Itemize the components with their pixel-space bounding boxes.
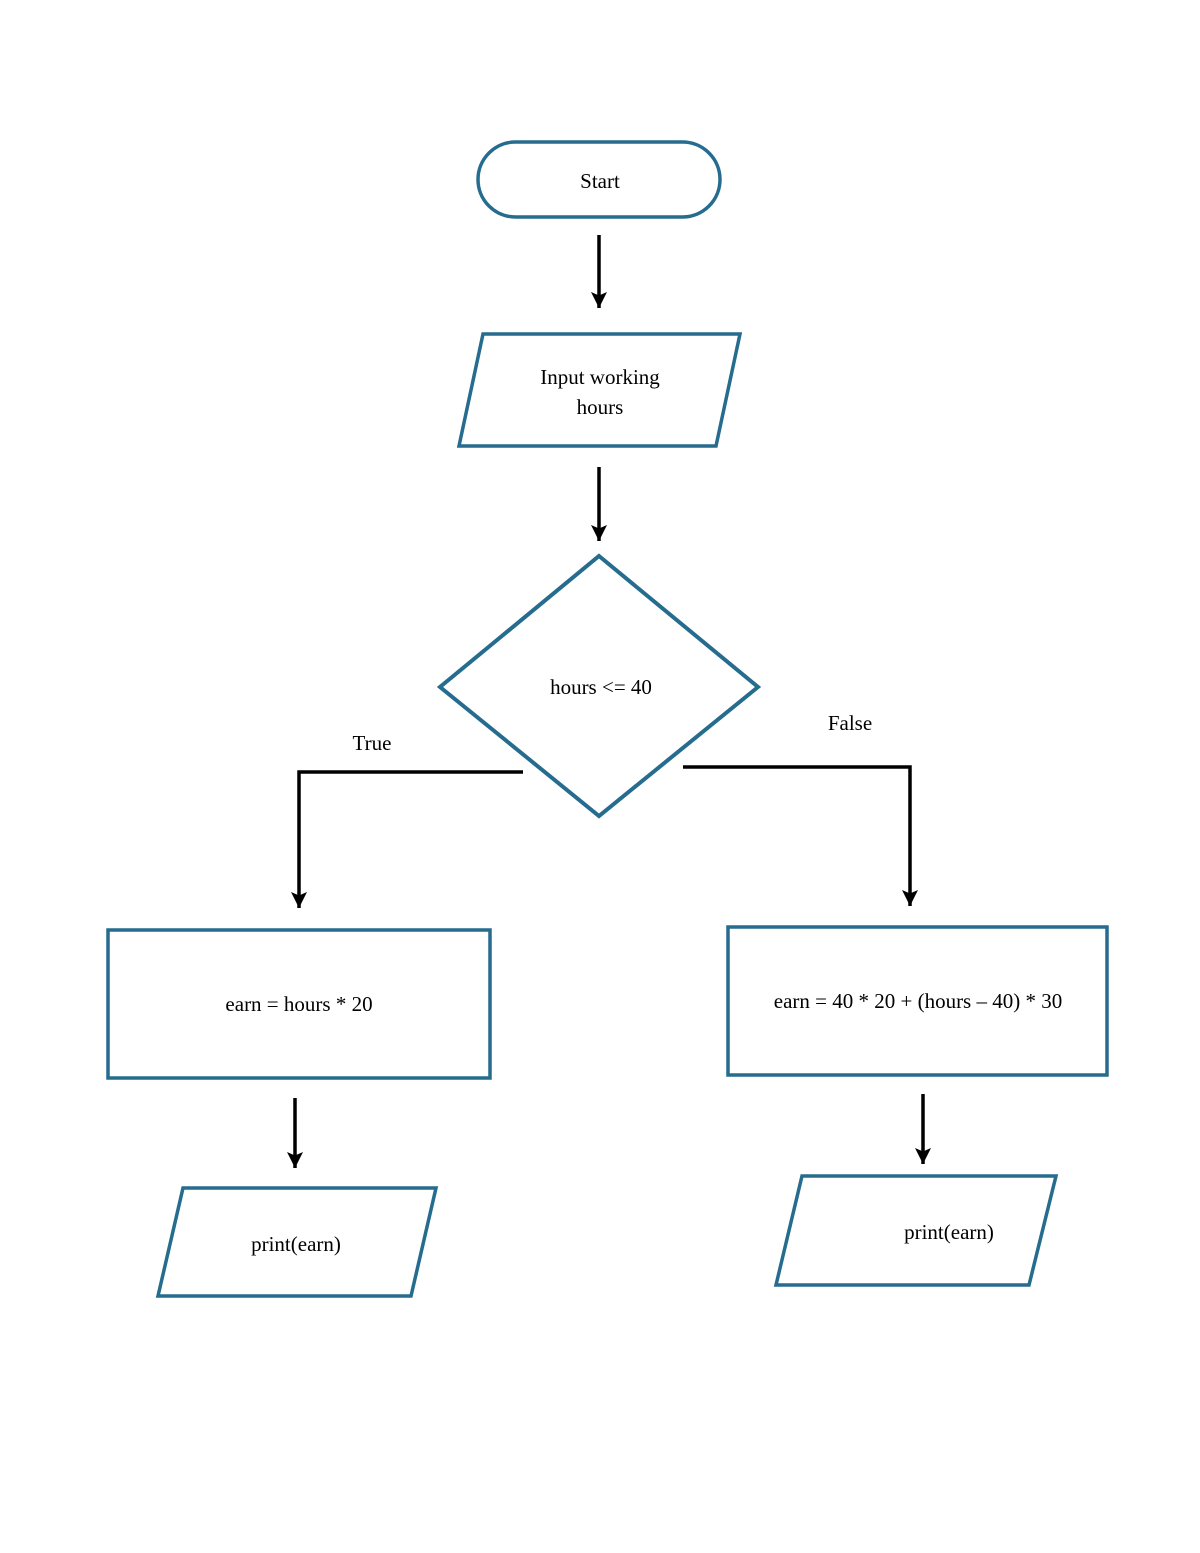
input-label: Input working hours: [540, 365, 660, 419]
print-overtime-label: print(earn): [904, 1220, 994, 1244]
node-earn-overtime: earn = 40 * 20 + (hours – 40) * 30: [726, 925, 1109, 1077]
edge-decision-true: [291, 770, 523, 908]
print-regular-parallelogram-shape: [155, 1186, 439, 1298]
earn-overtime-rect-shape: [726, 925, 1109, 1077]
edge-decision-false: [683, 765, 918, 906]
print-regular-label: print(earn): [251, 1232, 341, 1256]
node-earn-regular: earn = hours * 20: [106, 928, 492, 1080]
input-label-line1: Input working: [540, 365, 660, 389]
earn-regular-rect-shape: [106, 928, 492, 1080]
start-terminator-shape: [476, 140, 722, 219]
edge-label-false: False: [828, 711, 872, 735]
node-print-regular: print(earn): [155, 1186, 439, 1298]
node-input-hours: Input working hours: [456, 332, 743, 448]
input-parallelogram-shape: [456, 332, 743, 448]
node-decision: hours <= 40: [436, 553, 762, 819]
earn-overtime-label: earn = 40 * 20 + (hours – 40) * 30: [774, 989, 1062, 1013]
earn-regular-label: earn = hours * 20: [225, 992, 372, 1016]
input-label-line2: hours: [577, 395, 624, 419]
node-print-overtime: print(earn): [773, 1174, 1059, 1287]
start-label: Start: [580, 169, 620, 193]
print-overtime-parallelogram-shape: [773, 1174, 1059, 1287]
decision-diamond-shape: [436, 553, 762, 819]
decision-label: hours <= 40: [550, 675, 652, 699]
node-start: Start: [476, 140, 722, 219]
edge-label-true: True: [353, 731, 392, 755]
